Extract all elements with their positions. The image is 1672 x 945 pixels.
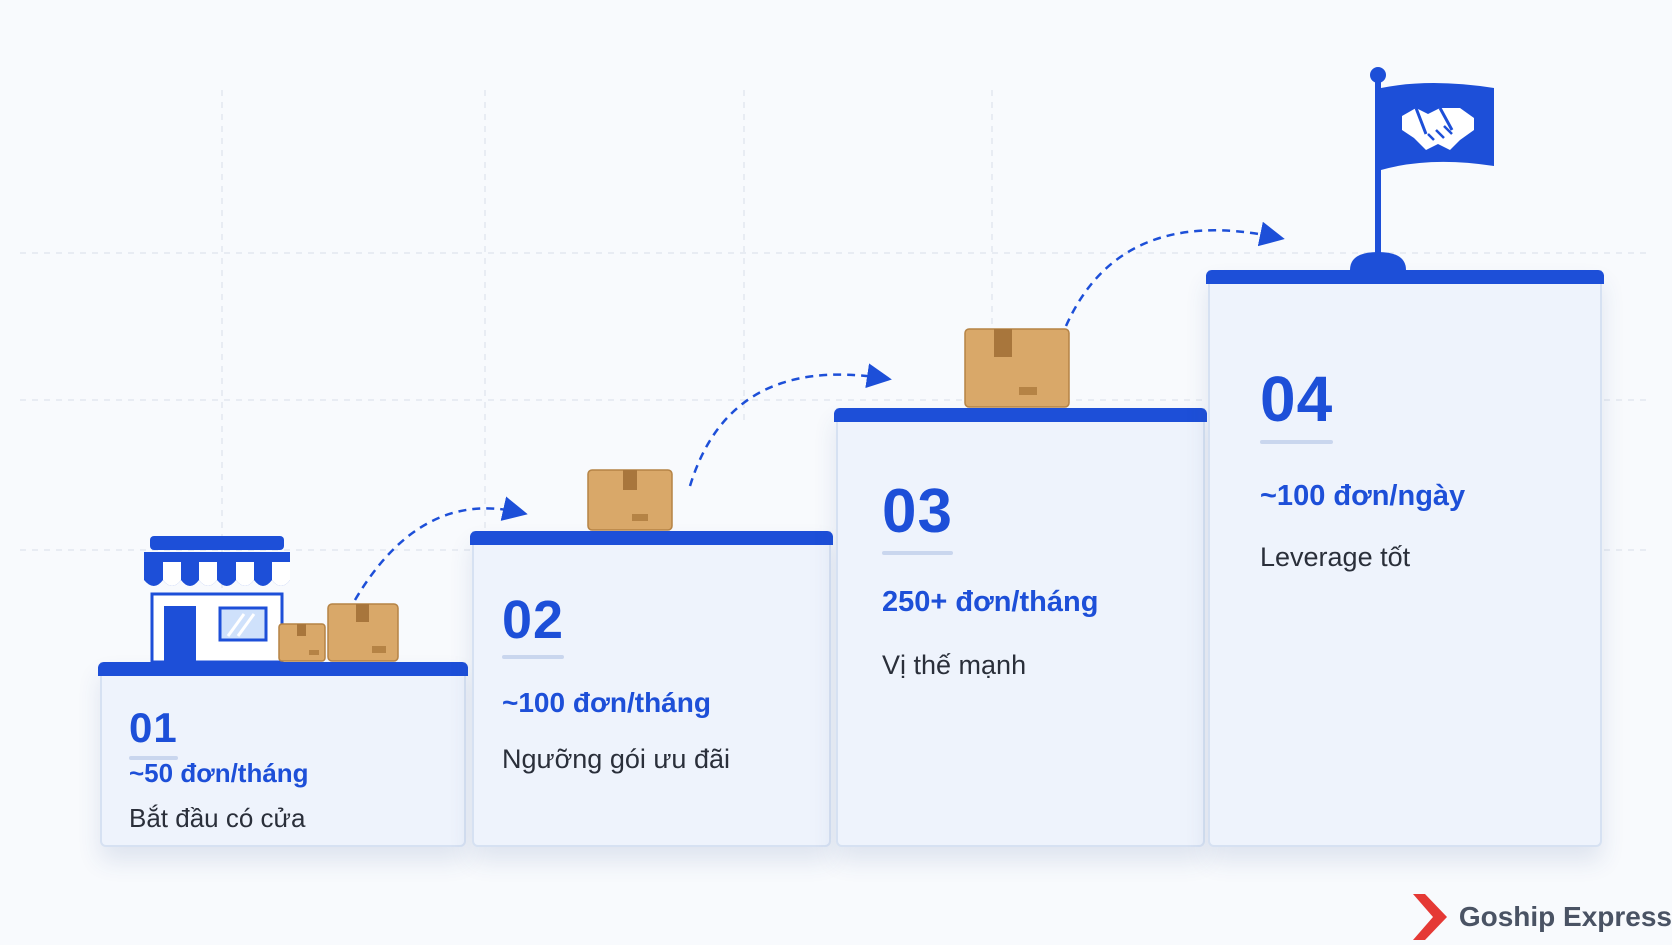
package-box-icon bbox=[327, 603, 399, 662]
step-3: 03 250+ đơn/tháng Vị thế mạnh bbox=[834, 408, 1207, 847]
step-number: 01 bbox=[129, 704, 178, 760]
step-cap bbox=[1206, 270, 1604, 284]
store-icon bbox=[144, 536, 290, 664]
step-description: Leverage tốt bbox=[1260, 542, 1411, 572]
step-rate: ~50 đơn/tháng bbox=[129, 758, 309, 788]
brand-logo: Goship Express bbox=[1411, 889, 1672, 945]
step-description: Ngưỡng gói ưu đãi bbox=[502, 744, 730, 774]
step-cap bbox=[470, 531, 833, 545]
chevron-logo-icon bbox=[1412, 894, 1447, 940]
brand-name: Goship Express bbox=[1458, 901, 1672, 932]
step-description: Vị thế mạnh bbox=[882, 650, 1027, 680]
package-box-icon bbox=[587, 469, 673, 531]
step-2: 02 ~100 đơn/tháng Ngưỡng gói ưu đãi bbox=[470, 531, 833, 847]
step-rate: ~100 đơn/tháng bbox=[502, 687, 711, 718]
step-4: 04 ~100 đơn/ngày Leverage tốt bbox=[1206, 270, 1604, 847]
flag-icon bbox=[1350, 67, 1494, 270]
step-description: Bắt đầu có cửa bbox=[129, 803, 306, 833]
step-rate: 250+ đơn/tháng bbox=[882, 586, 1099, 618]
step-cap bbox=[834, 408, 1207, 422]
step-1: 01 ~50 đơn/tháng Bắt đầu có cửa bbox=[98, 662, 468, 847]
step-number: 04 bbox=[1260, 362, 1334, 444]
step-rate: ~100 đơn/ngày bbox=[1260, 480, 1466, 512]
package-box-icon bbox=[278, 623, 326, 662]
handshake-icon bbox=[1402, 107, 1474, 150]
package-box-icon bbox=[964, 328, 1070, 408]
step-number: 03 bbox=[882, 476, 953, 555]
step-number: 02 bbox=[502, 589, 565, 659]
step-cap bbox=[98, 662, 468, 676]
